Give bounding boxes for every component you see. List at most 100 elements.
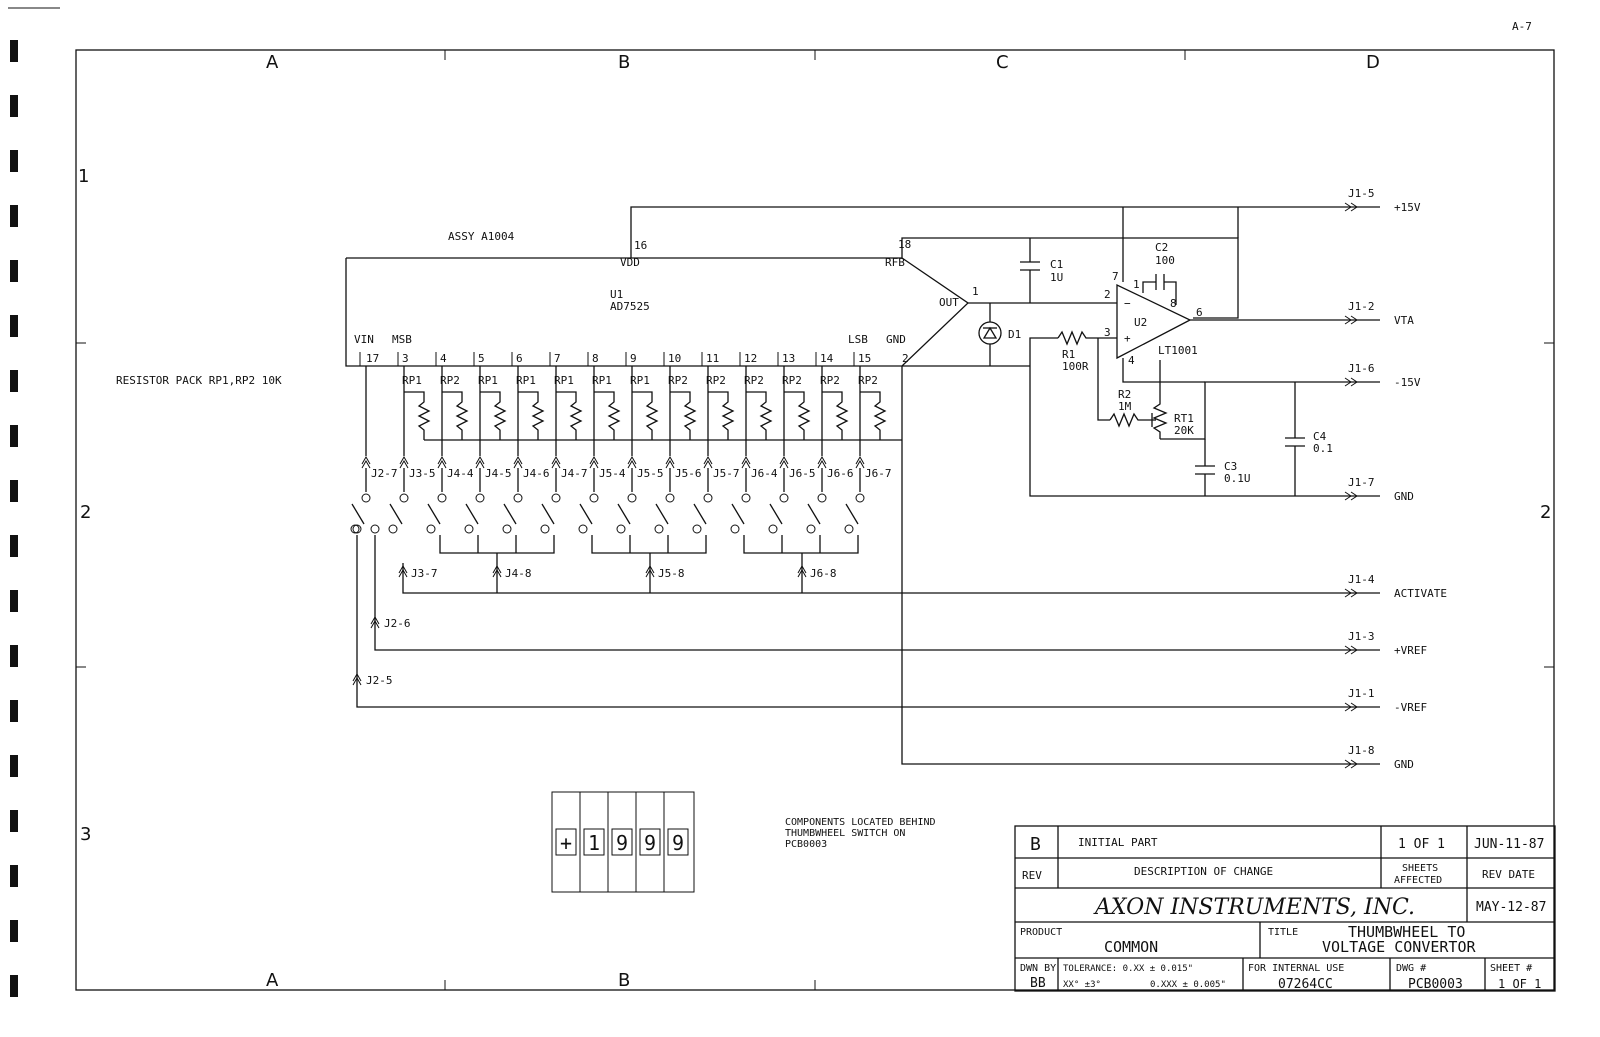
u1-dac: U1 AD7525 VDD 16 RFB 18 OUT 1 VIN 17 MSB…	[345, 238, 979, 367]
thumbwheel-digit-box-4	[667, 828, 689, 856]
tb-title-1: THUMBWHEEL TO	[1348, 923, 1465, 941]
connector-pin-J1-5: J1-5	[1348, 187, 1375, 200]
rp-label-3: RP1	[478, 374, 498, 387]
switch-contact-12	[817, 493, 827, 503]
thumbwheel-digit-box-2	[611, 828, 633, 856]
tb-h-dwg: DWG #	[1396, 963, 1426, 974]
c3-capacitor: C3 0.1U	[1195, 439, 1251, 496]
wire-neg-vref	[356, 535, 1335, 708]
switch-blade-9	[693, 503, 707, 525]
tb-h-internal: FOR INTERNAL USE	[1248, 963, 1344, 974]
u2-opamp: − + U2 LT1001 2 3 6 7 4 1 8	[1104, 270, 1203, 367]
rp-resistor-12	[822, 391, 849, 440]
switch-jack-J3-5: J3-5	[409, 467, 436, 480]
switch-blade-4	[503, 503, 517, 525]
c1-capacitor: C1 1U	[1020, 238, 1063, 303]
switch-jack-J6-6: J6-6	[827, 467, 854, 480]
connector-signal-J1-3: +VREF	[1394, 644, 1427, 657]
r2-val: 1M	[1118, 400, 1132, 413]
rt1-trimmer: RT1 20K	[1152, 380, 1194, 439]
switch-jack-J4-7: J4-7	[561, 467, 588, 480]
bit-pin-6: 6	[516, 352, 523, 365]
u2-pin-8: 8	[1170, 297, 1177, 310]
connector-pin-J1-6: J1-6	[1348, 362, 1375, 375]
u2-pin-6: 6	[1196, 306, 1203, 319]
c2-val: 100	[1155, 254, 1175, 267]
components-note-1: COMPONENTS LOCATED BEHIND	[785, 817, 936, 828]
thumbwheel-digit-4: 9	[672, 831, 684, 855]
switch-contact-0	[361, 493, 371, 503]
common-jack-J3-7: J3-7	[411, 567, 438, 580]
svg-text:+: +	[1124, 332, 1131, 345]
bit-pin-3: 3	[402, 352, 409, 365]
switch-jack-J4-5: J4-5	[485, 467, 512, 480]
connector-J1-1: J1-1 -VREF	[1335, 687, 1427, 714]
common-jack-J6-8: J6-8	[810, 567, 837, 580]
switch-blade-0	[351, 503, 365, 525]
thumbwheel-digit-box-0	[555, 828, 577, 856]
components-note-3: PCB0003	[785, 839, 827, 850]
u1-msb-label: MSB	[392, 333, 412, 346]
bit-pin-8: 8	[592, 352, 599, 365]
switch-jack-J4-6: J4-6	[523, 467, 550, 480]
tb-h-sheets-2: AFFECTED	[1394, 875, 1442, 886]
switch-jack-J5-6: J5-6	[675, 467, 702, 480]
switch-blade-8	[655, 503, 669, 525]
tb-h-product: PRODUCT	[1020, 927, 1062, 938]
u1-rfb-pin: 18	[898, 238, 911, 251]
u1-vin-label: VIN	[354, 333, 374, 346]
bit-pin-4: 4	[440, 352, 447, 365]
connector-signal-J1-7: GND	[1394, 490, 1414, 503]
switch-jack-J2-7: J2-7	[371, 467, 398, 480]
rp-resistor-9	[708, 391, 735, 440]
u1-part: AD7525	[610, 300, 650, 313]
connector-pin-J1-1: J1-1	[1348, 687, 1375, 700]
switch-contact-8	[665, 493, 675, 503]
tb-dwn: BB	[1030, 976, 1046, 991]
rp-resistor-6	[594, 391, 621, 440]
c2-ref: C2	[1155, 241, 1168, 254]
thumbwheel-digit-1: 1	[588, 831, 600, 855]
connector-pin-J1-7: J1-7	[1348, 476, 1375, 489]
bit-pin-15: 15	[858, 352, 871, 365]
connector-J1-5: J1-5+15V	[1335, 187, 1421, 214]
u1-out-pin: 1	[972, 285, 979, 298]
switch-contact-11	[779, 493, 789, 503]
c3-ref: C3	[1224, 460, 1237, 473]
connector-signal-J1-4: ACTIVATE	[1394, 587, 1447, 600]
rp-label-2: RP2	[440, 374, 460, 387]
u2-pin-2: 2	[1104, 288, 1111, 301]
connector-signal-J1-1: -VREF	[1394, 701, 1427, 714]
u2-ref: U2	[1134, 316, 1147, 329]
jack-j2-6-label: J2-6	[384, 617, 411, 630]
wire-gnd	[1029, 366, 1335, 497]
u2-part: LT1001	[1158, 344, 1198, 357]
jack-j2-6: J2-6	[370, 615, 411, 630]
connector-pin-J1-2: J1-2	[1348, 300, 1375, 313]
connector-signal-J1-2: VTA	[1394, 314, 1414, 327]
u1-gnd-pin: 2	[902, 352, 909, 365]
bit-pin-9: 9	[630, 352, 637, 365]
title-block: B INITIAL PART 1 OF 1 JUN-11-87 REV DESC…	[1014, 825, 1556, 992]
rp-resistor-13	[860, 391, 887, 440]
tb-h-sheet: SHEET #	[1490, 963, 1532, 974]
rp-label-4: RP1	[516, 374, 536, 387]
c4-val: 0.1	[1313, 442, 1333, 455]
tb-rev: B	[1030, 834, 1041, 855]
sheet-ref: A-7	[1512, 20, 1532, 33]
rp-resistor-7	[632, 391, 659, 440]
rp-label-8: RP2	[668, 374, 688, 387]
connector-J1-3: J1-3+VREF	[1335, 630, 1427, 657]
rt1-ref: RT1	[1174, 412, 1194, 425]
u1-ref: U1	[610, 288, 623, 301]
switch-contact-7	[627, 493, 637, 503]
d1-diode: D1	[978, 303, 1021, 366]
r1-ref: R1	[1062, 348, 1075, 361]
switch-contact-10	[741, 493, 751, 503]
switch-blade-11	[769, 503, 783, 525]
wire-vdd	[630, 206, 1335, 258]
svg-text:−: −	[1124, 297, 1131, 310]
switch-blade-5	[541, 503, 555, 525]
